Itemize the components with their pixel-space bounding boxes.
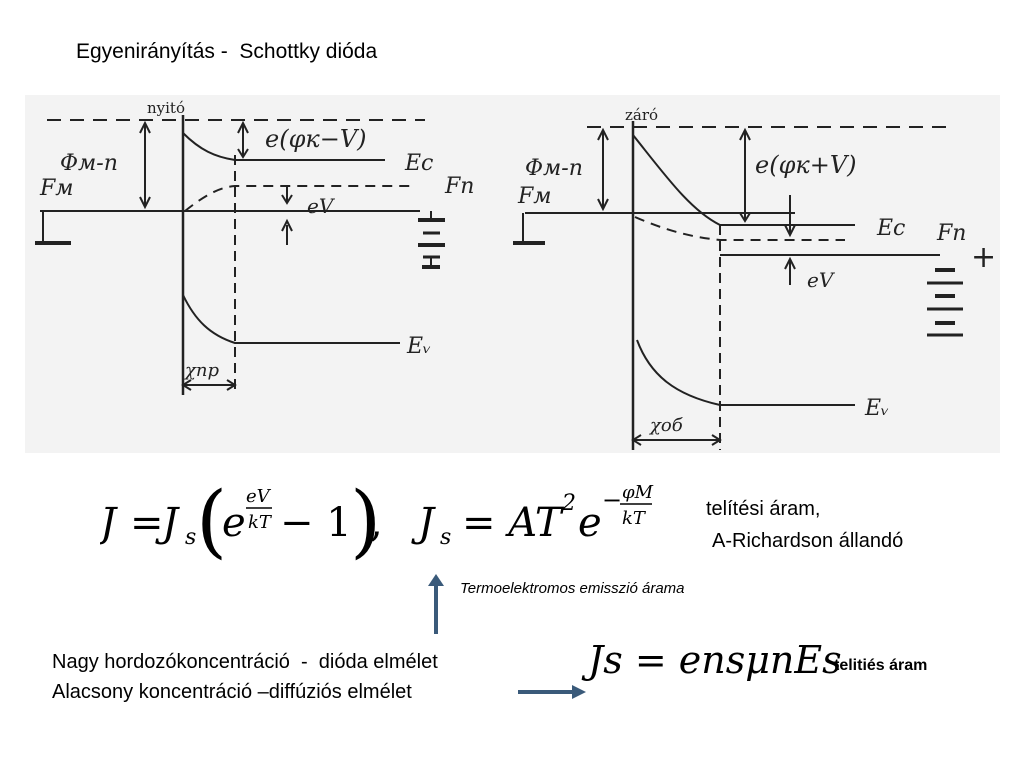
eq-s-sub: s bbox=[185, 525, 196, 550]
right-phi-label: Φм-п bbox=[525, 156, 583, 181]
eq-equals: = bbox=[130, 500, 164, 546]
saturation-label: telítési áram, bbox=[706, 498, 821, 520]
equation-diffusion: Js = ensμnEs bbox=[588, 638, 842, 682]
eq2-s: s bbox=[440, 525, 451, 550]
eq2-exp-num: φM bbox=[622, 482, 654, 503]
up-arrow-icon bbox=[428, 574, 444, 634]
right-state-label: záró bbox=[625, 106, 658, 124]
telities-label: telitiés áram bbox=[834, 657, 928, 674]
diagram-background bbox=[25, 95, 1000, 453]
eq-comma: , bbox=[370, 500, 383, 546]
left-barrier-label: e(φк−V) bbox=[265, 125, 367, 153]
right-ev-label: eV bbox=[807, 268, 836, 292]
left-width-label: χпр bbox=[183, 360, 220, 381]
left-valence-label: Eᵥ bbox=[406, 334, 431, 359]
equation-current: J = J s ( e eV kT − 1 ) , J s = AT 2 e −… bbox=[100, 474, 654, 567]
left-fm-label: Fм bbox=[39, 176, 74, 201]
right-fm-label: Fм bbox=[517, 184, 552, 209]
eq2-exp-den: kT bbox=[622, 508, 647, 529]
right-barrier-label: e(φк+V) bbox=[755, 151, 857, 179]
eq-J: J bbox=[100, 500, 118, 546]
eq-exp-num: eV bbox=[246, 486, 272, 507]
left-fn-label: Fп bbox=[444, 174, 474, 199]
eq-exp-den: kT bbox=[248, 512, 273, 533]
eq2-e: e bbox=[578, 500, 602, 546]
plus-sign: + bbox=[971, 240, 996, 275]
right-width-label: χоб bbox=[648, 415, 684, 436]
page-title: Egyenirányítás - Schottky dióda bbox=[76, 40, 378, 63]
left-state-label: nyitó bbox=[147, 99, 185, 117]
left-phi-label: Φм-п bbox=[60, 151, 118, 176]
eq2-J: J bbox=[411, 500, 436, 546]
right-fn-label: Fп bbox=[936, 221, 966, 246]
thermo-emission-label: Termoelektromos emisszió árama bbox=[460, 580, 685, 597]
eq2-sq: 2 bbox=[561, 491, 576, 516]
svg-text:): ) bbox=[350, 474, 381, 567]
band-diagram: nyitó Φм-п Fм e(φк−V) Ec Fп eV Eᵥ χпр bbox=[35, 99, 996, 450]
right-valence-label: Eᵥ bbox=[864, 396, 889, 421]
theory-line-high: Nagy hordozókoncentráció - dióda elmélet bbox=[52, 651, 438, 673]
eq-e: e bbox=[222, 500, 246, 546]
left-ec-label: Ec bbox=[404, 151, 433, 176]
eq2-eq: = AT bbox=[462, 500, 565, 546]
richardson-label: A-Richardson állandó bbox=[712, 530, 904, 552]
theory-line-low: Alacsony koncentráció –diffúziós elmélet bbox=[52, 681, 412, 703]
right-diagram bbox=[513, 121, 963, 450]
right-arrow-icon bbox=[518, 685, 586, 699]
left-ev-label: eV bbox=[307, 194, 336, 218]
eq2-exp-minus: − bbox=[602, 486, 622, 514]
left-diagram bbox=[35, 115, 445, 395]
right-ec-label: Ec bbox=[876, 216, 905, 241]
svg-text:(: ( bbox=[196, 474, 227, 567]
eq-minus-one: − 1 bbox=[280, 500, 352, 546]
